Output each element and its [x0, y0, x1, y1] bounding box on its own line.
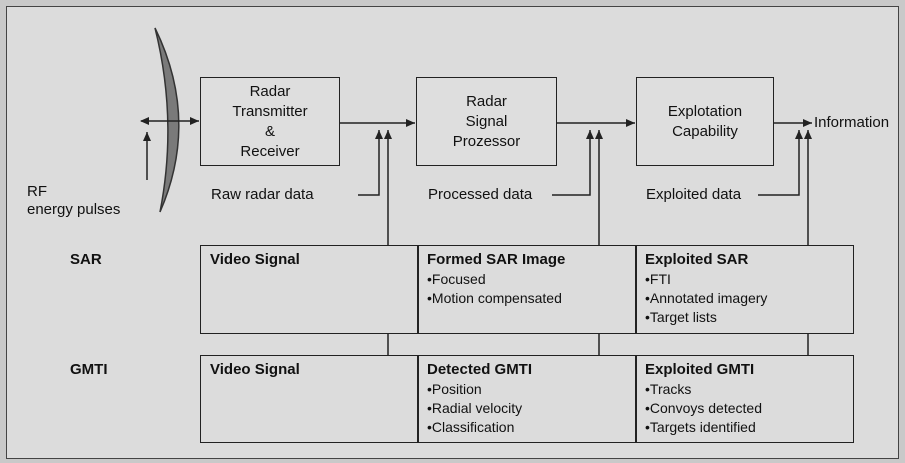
list-item: Motion compensated [427, 289, 625, 308]
list-item: Convoys detected [645, 399, 844, 418]
cell-heading: Formed SAR Image [427, 251, 566, 268]
gmti-table [200, 355, 854, 443]
raw-data-pointer [358, 130, 383, 196]
cell-heading: Exploited GMTI [645, 361, 755, 378]
cell-heading: Video Signal [210, 361, 300, 378]
information-label: Information [814, 114, 890, 131]
list-item: Position [427, 380, 625, 399]
exploitation-capability-box: Explotation Capability [636, 77, 774, 166]
list-item: FTI [645, 270, 844, 289]
exploited-data-pointer [758, 130, 803, 196]
sar-divider-2 [635, 245, 637, 334]
list-item: Focused [427, 270, 625, 289]
gmti-divider-2 [635, 355, 637, 443]
cell-heading: Video Signal [210, 251, 300, 268]
list-item: Radial velocity [427, 399, 625, 418]
sar-cell-video: Video Signal [200, 245, 417, 276]
list-item: Tracks [645, 380, 844, 399]
rf-energy-label: RF energy pulses [27, 183, 121, 218]
list-item: Targets identified [645, 418, 844, 437]
sar-cell-formed: Formed SAR Image Focused Motion compensa… [417, 245, 635, 314]
gmti-cell-detected: Detected GMTI Position Radial velocity C… [417, 355, 635, 443]
sar-table [200, 245, 854, 334]
gmti-cell-exploited: Exploited GMTI Tracks Convoys detected T… [635, 355, 854, 443]
list-item: Annotated imagery [645, 289, 844, 308]
sar-divider-1 [417, 245, 419, 334]
list-item: Target lists [645, 308, 844, 327]
signal-processor-box: Radar Signal Prozessor [416, 77, 557, 166]
gmti-divider-1 [417, 355, 419, 443]
cell-heading: Detected GMTI [427, 361, 533, 378]
raw-data-label: Raw radar data [211, 186, 314, 203]
transmitter-receiver-box: Radar Transmitter & Receiver [200, 77, 340, 166]
sar-cell-exploited: Exploited SAR FTI Annotated imagery Targ… [635, 245, 854, 333]
antenna-dish-icon [154, 27, 180, 213]
gmti-cell-video: Video Signal [200, 355, 417, 386]
cell-heading: Exploited SAR [645, 251, 749, 268]
processed-data-label: Processed data [428, 186, 533, 203]
processed-data-pointer [552, 130, 594, 196]
exploited-data-label: Exploited data [646, 186, 742, 203]
row-label-sar: SAR [70, 251, 102, 268]
list-item: Classification [427, 418, 625, 437]
row-label-gmti: GMTI [70, 361, 108, 378]
